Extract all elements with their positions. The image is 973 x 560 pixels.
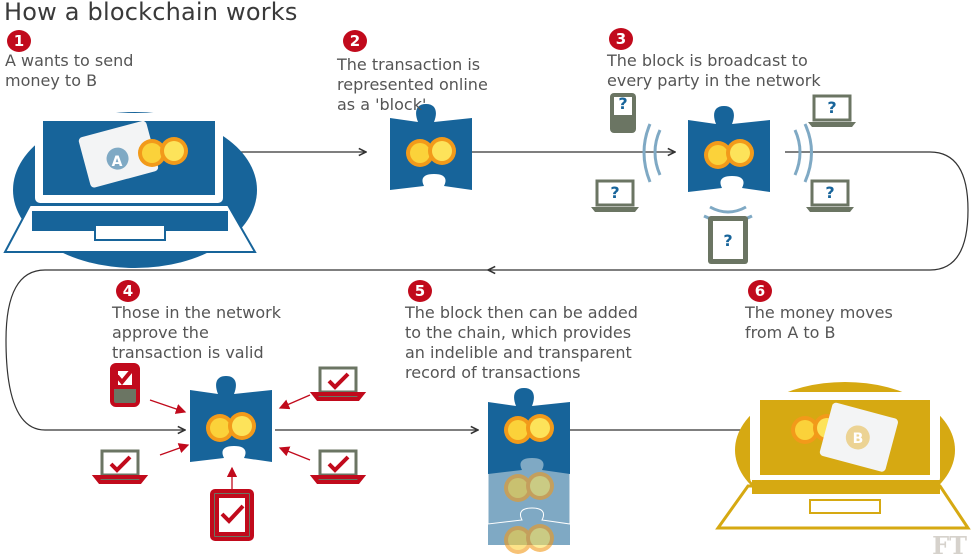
laptop-question-icon: ?: [589, 179, 641, 214]
network-devices: ? ? ? ? ?: [589, 93, 858, 264]
laptop-a-icon: [3, 112, 257, 268]
step-6-text: The money moves from A to B: [745, 303, 893, 342]
block-2-icon: [390, 104, 472, 190]
step-4-text: Those in the network approve the transac…: [112, 303, 281, 362]
approval-arrows: [149, 394, 311, 490]
svg-text:?: ?: [610, 183, 619, 202]
step-1-badge: 1: [7, 30, 31, 52]
svg-text:?: ?: [618, 94, 627, 113]
step-3-text: The block is broadcast to every party in…: [607, 51, 821, 90]
step-5-text: The block then can be added to the chain…: [405, 303, 638, 382]
laptop-check-icon: [94, 449, 146, 484]
laptop-check-icon: [312, 449, 364, 484]
step-2-badge: 2: [343, 30, 367, 52]
approving-devices: [94, 363, 364, 541]
phone-check-icon: [110, 363, 140, 407]
step-4-badge: 4: [116, 280, 140, 302]
ft-logo: FT: [932, 531, 967, 560]
tablet-check-icon: [210, 489, 254, 541]
laptop-question-icon: ?: [804, 179, 856, 214]
step-1-text: A wants to send money to B: [5, 51, 134, 90]
flow-lines: [5, 152, 969, 430]
phone-question-icon: ?: [610, 93, 636, 133]
block-4-icon: [190, 376, 272, 462]
wallet-b-label: B: [853, 431, 864, 447]
blockchain-stack-icon: [487, 388, 571, 554]
page-title: How a blockchain works: [4, 0, 298, 26]
step-6-badge: 6: [748, 280, 772, 302]
block-3-icon: [688, 106, 770, 192]
svg-text:?: ?: [827, 98, 836, 117]
step-3-badge: 3: [609, 28, 633, 50]
step-2-text: The transaction is represented online as…: [337, 55, 488, 114]
tablet-question-icon: ?: [708, 216, 748, 264]
svg-text:?: ?: [723, 231, 732, 250]
laptop-question-icon: ?: [806, 94, 858, 129]
svg-text:?: ?: [825, 183, 834, 202]
laptop-b-icon: [715, 382, 971, 530]
wallet-a-label: A: [112, 154, 123, 170]
step-5-badge: 5: [408, 280, 432, 302]
laptop-check-icon: [312, 366, 364, 401]
